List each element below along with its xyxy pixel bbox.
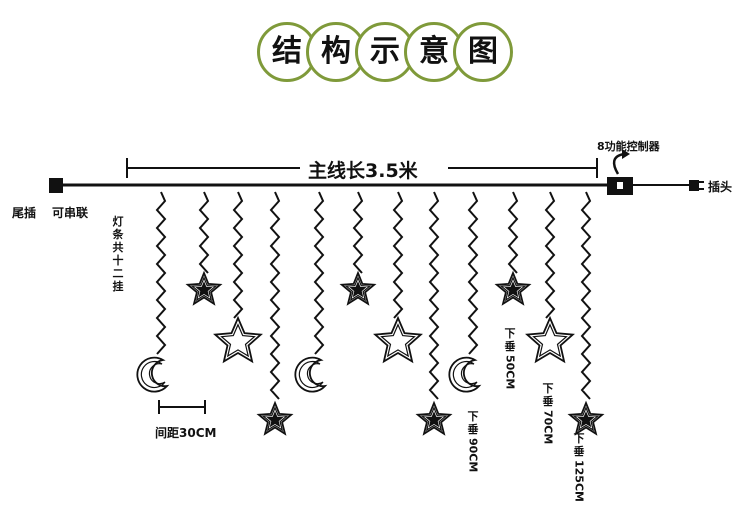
hang-label-50-top: 下垂 <box>504 327 516 353</box>
hang-label-70: 下垂 70CM <box>541 382 555 447</box>
strand-5 <box>294 191 328 393</box>
controller-icon <box>607 177 633 195</box>
strand-8 <box>415 191 453 436</box>
can-series-label: 可串联 <box>52 206 89 220</box>
strand-7 <box>373 191 423 364</box>
hang-label-90-top: 下垂 <box>467 410 479 436</box>
spacing-dimension <box>158 400 206 414</box>
light-strands <box>136 191 605 436</box>
strand-1 <box>136 191 170 393</box>
strand-10 <box>494 191 532 306</box>
controller-arrow-icon <box>612 152 625 175</box>
hang-label-90-bottom: 90CM <box>466 438 480 473</box>
star-icon <box>494 270 532 306</box>
hang-label-125-top: 下垂 <box>573 432 585 458</box>
plug-head-icon <box>689 180 704 191</box>
spacing-label: 间距30CM <box>155 426 217 440</box>
plug-head-label: 插头 <box>708 180 733 194</box>
star-icon <box>567 400 605 436</box>
star-icon <box>213 315 263 364</box>
star-icon <box>415 400 453 436</box>
length-dimension <box>126 158 598 178</box>
strand-9 <box>448 191 482 393</box>
star-icon <box>373 315 423 364</box>
hang-label-125-bottom: 125CM <box>572 460 586 502</box>
title-char-5: 图 <box>453 22 513 82</box>
strand-3 <box>213 191 263 364</box>
tail-plug-icon <box>49 178 63 193</box>
strand-count-label: 灯条共十二挂 <box>112 215 124 293</box>
arrow-head-icon <box>622 149 630 159</box>
star-icon <box>185 270 223 306</box>
hang-label-70-bottom: 70CM <box>541 410 555 445</box>
main-length-label: 主线长3.5米 <box>308 160 418 182</box>
tail-plug-label: 尾插 <box>12 206 37 220</box>
moon-icon <box>448 356 482 393</box>
title-banner: 结 构 示 意 图 <box>0 0 750 110</box>
hang-label-50: 下垂 50CM <box>503 327 517 392</box>
hang-label-125: 下垂 125CM <box>572 432 586 505</box>
star-icon <box>256 400 294 436</box>
strand-4 <box>256 191 294 436</box>
strand-11 <box>525 191 575 364</box>
hang-label-50-bottom: 50CM <box>503 355 517 390</box>
hang-label-70-top: 下垂 <box>542 382 554 408</box>
moon-icon <box>294 356 328 393</box>
hang-label-90: 下垂 90CM <box>466 410 480 475</box>
star-icon <box>525 315 575 364</box>
strand-2 <box>185 191 223 306</box>
strand-12 <box>567 191 605 436</box>
star-icon <box>339 270 377 306</box>
moon-icon <box>136 356 170 393</box>
strand-6 <box>339 191 377 306</box>
controller-label: 8功能控制器 <box>597 140 660 153</box>
